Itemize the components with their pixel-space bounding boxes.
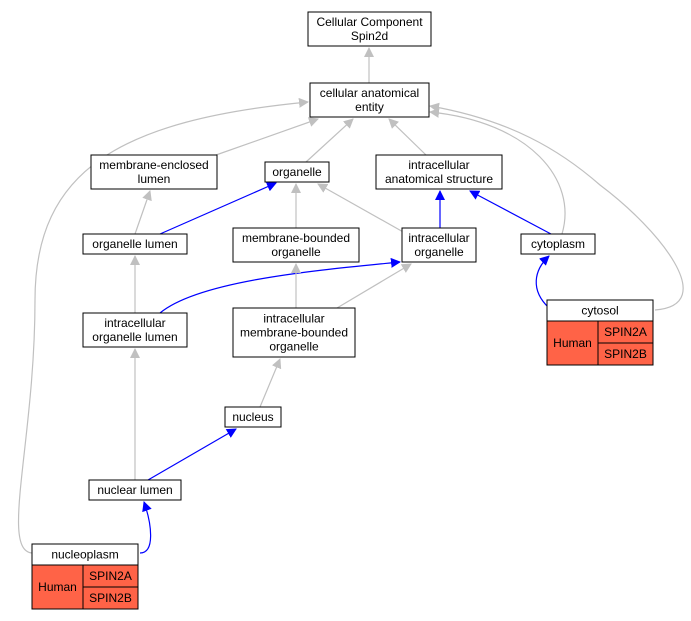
table-nucleoplasm-species: Human (38, 580, 77, 594)
edge-nucleus-to-imbo (259, 358, 282, 408)
node-organelle-label-line: organelle (272, 165, 322, 179)
node-imbo-label-line: organelle (269, 340, 319, 354)
node-nl-label-line: nuclear lumen (97, 483, 172, 497)
table-nucleoplasm-title: nucleoplasm (51, 548, 118, 562)
edge-ias-to-cae (388, 118, 427, 156)
edge-iol-to-io (159, 257, 401, 314)
edge-nl-to-nucleus (147, 428, 237, 481)
edge-cytosol-to-cae (429, 102, 684, 311)
node-ol[interactable]: organelle lumen (82, 233, 188, 255)
node-mel-label-line: membrane-enclosed (99, 158, 208, 172)
edge-imbo-to-io (336, 263, 412, 309)
node-imbo-label-line: intracellular (263, 312, 324, 326)
node-mel-label-line: lumen (138, 172, 171, 186)
edge-io-to-organelle (317, 183, 406, 234)
edge-ol-to-organelle (159, 182, 277, 235)
node-ias-label-line: intracellular (408, 158, 469, 172)
node-ias-label-line: anatomical structure (385, 172, 493, 186)
node-ol-label-line: organelle lumen (92, 237, 177, 251)
node-mbo-label-line: organelle (271, 245, 321, 259)
node-iol-label-line: organelle lumen (92, 330, 177, 344)
node-nl[interactable]: nuclear lumen (88, 479, 182, 501)
table-nucleoplasm-gene-cell: SPIN2A (89, 569, 132, 583)
node-io-label-line: intracellular (408, 231, 469, 245)
edge-ol-to-mel (134, 190, 152, 235)
table-cytosol-species: Human (553, 336, 592, 350)
node-io-label-line: organelle (414, 245, 464, 259)
node-nucleus-label-line: nucleus (232, 410, 273, 424)
node-nucleus[interactable]: nucleus (224, 406, 282, 428)
table-cytosol-gene-cell: SPIN2B (604, 347, 647, 361)
edge-nucleoplasm-to-nl (139, 501, 152, 554)
edge-cyto-to-cae (429, 107, 566, 235)
node-imbo-label-line: membrane-bounded (240, 326, 348, 340)
edge-organelle-to-cae (305, 118, 354, 163)
node-cae-label-line: cellular anatomical (320, 86, 419, 100)
edge-mel-to-cae (215, 117, 319, 156)
node-cae-label-line: entity (355, 100, 384, 114)
edge-nucleoplasm-to-cae (17, 97, 309, 554)
node-organelle[interactable]: organelle (264, 161, 330, 183)
table-nucleoplasm-gene-cell: SPIN2B (89, 591, 132, 605)
node-root-label-line: Spin2d (351, 29, 388, 43)
node-cyto[interactable]: cytoplasm (520, 233, 596, 255)
table-cytosol-gene-cell: SPIN2A (604, 325, 647, 339)
node-iol-label-line: intracellular (104, 316, 165, 330)
node-root-label-line: Cellular Component (316, 15, 423, 29)
table-cytosol-title: cytosol (581, 304, 618, 318)
edge-cyto-to-ias (469, 190, 552, 235)
node-mbo-label-line: membrane-bounded (242, 231, 350, 245)
node-cyto-label-line: cytoplasm (531, 237, 585, 251)
edge-cytosol-to-cyto (535, 255, 550, 309)
